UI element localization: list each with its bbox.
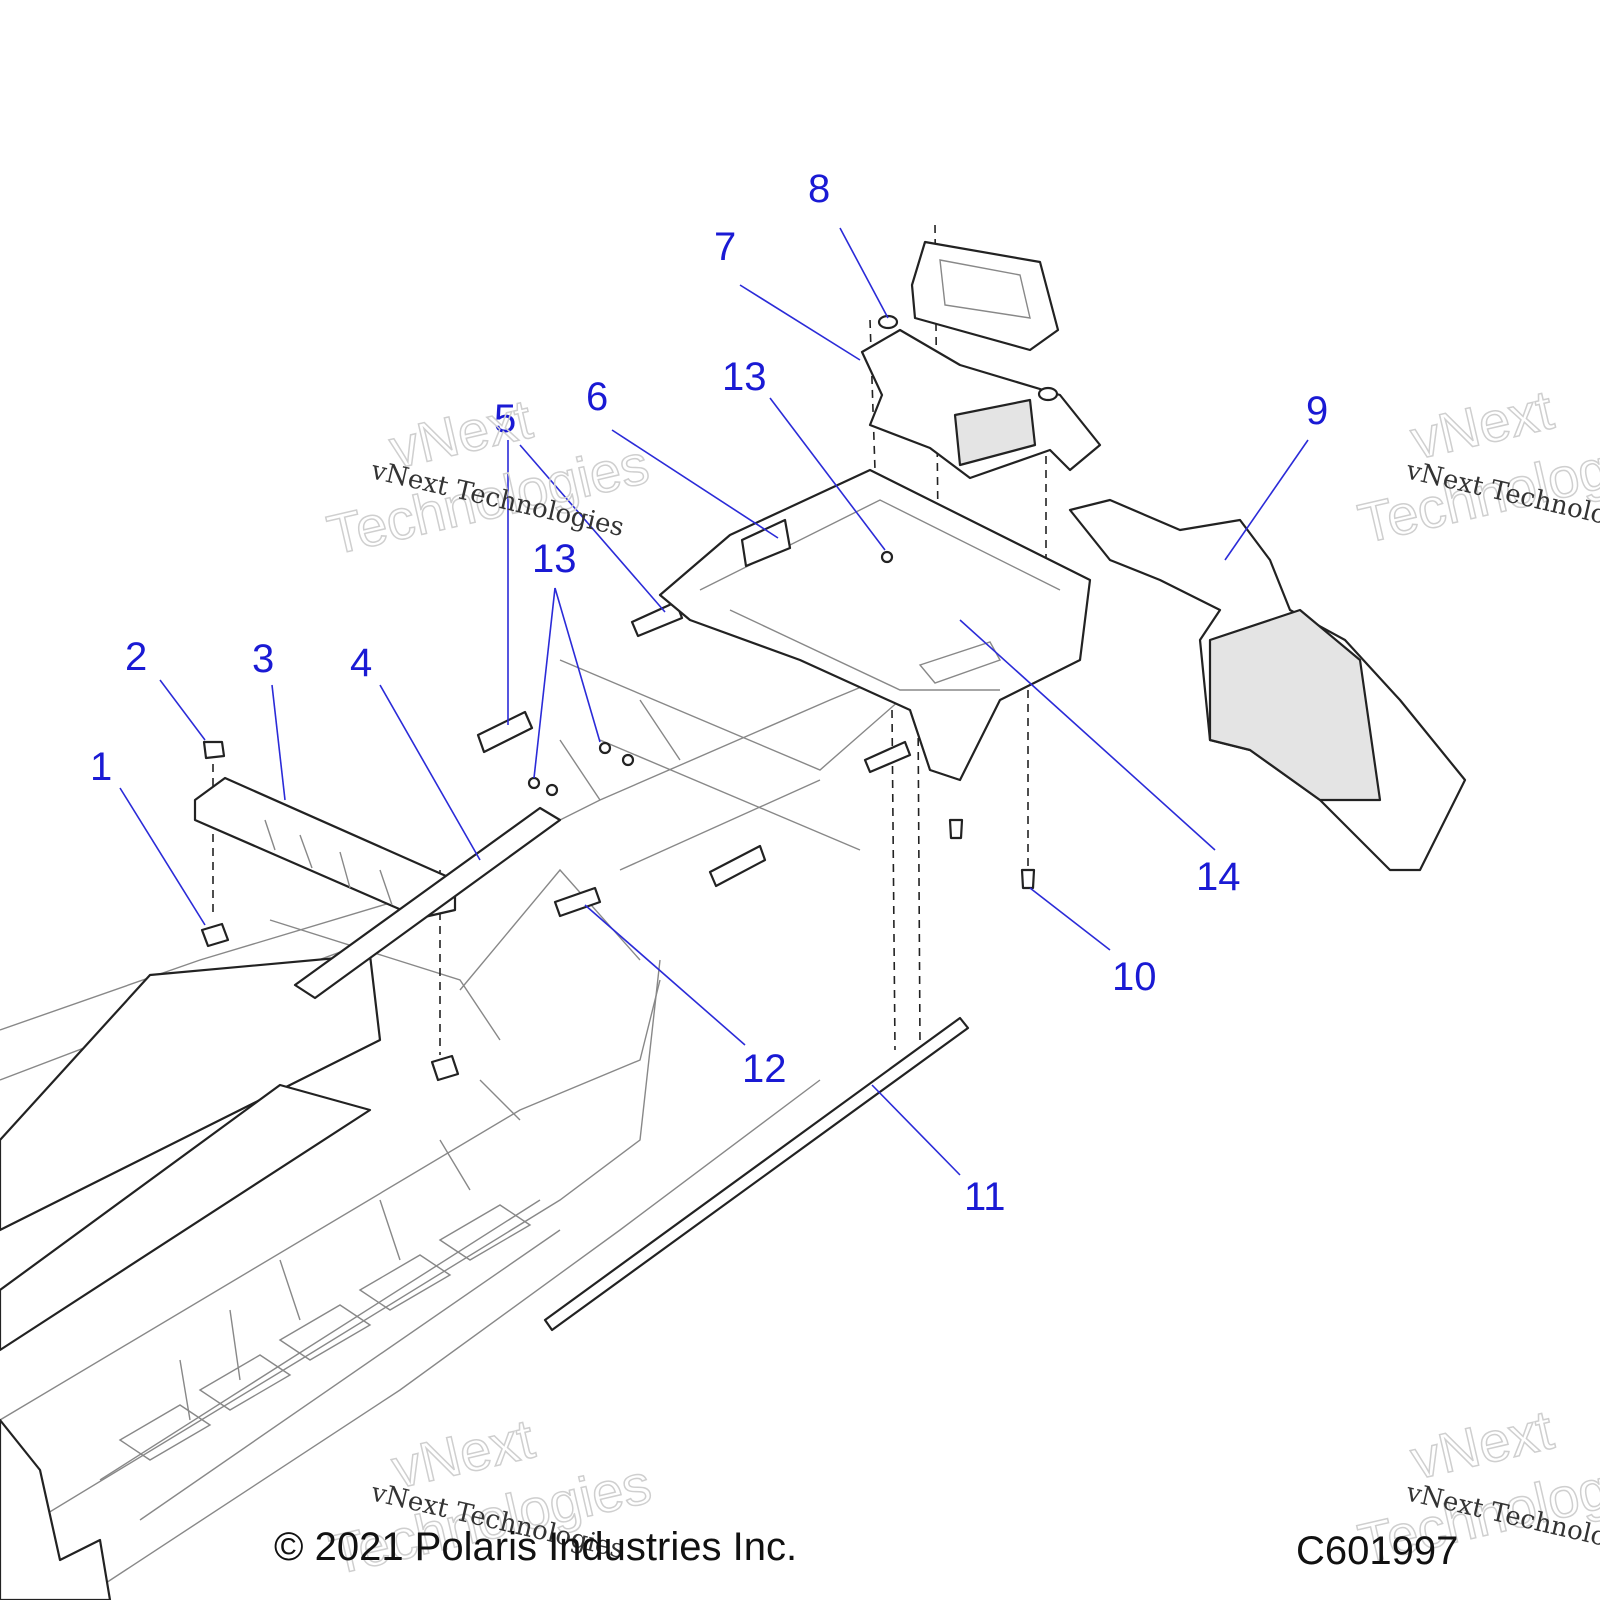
copyright-text: © 2021 Polaris Industries Inc. <box>274 1525 797 1569</box>
callout-4: 4 <box>350 641 372 685</box>
leader-lines <box>119 227 1309 1176</box>
callout-6: 6 <box>586 375 608 419</box>
part-14-rear-deck <box>658 468 1092 782</box>
part-7-storage-housing <box>860 328 1102 480</box>
chassis-outline <box>0 649 951 1600</box>
part-9-rear-flap <box>1068 498 1467 872</box>
callout-12: 12 <box>742 1047 787 1091</box>
callout-13b: 13 <box>722 355 767 399</box>
watermark-top-right: vNext Technologies <box>1352 377 1600 556</box>
callout-10: 10 <box>1112 955 1157 999</box>
callout-2: 2 <box>125 635 147 679</box>
callout-7: 7 <box>714 225 736 269</box>
part-12-plate <box>553 886 602 918</box>
diagram-code: C601997 <box>1296 1529 1458 1573</box>
callout-9: 9 <box>1306 389 1328 433</box>
part-7-lid <box>910 240 1060 352</box>
callout-11: 11 <box>964 1175 1006 1219</box>
part-3-bumper-bracket <box>193 776 457 920</box>
part-5-pads <box>476 600 912 888</box>
part-8-clip <box>877 314 1059 402</box>
callouts: 1 2 3 4 5 6 7 8 9 10 11 12 13 13 14 <box>90 167 1328 1219</box>
part-13-rivets <box>527 550 894 797</box>
callout-1: 1 <box>90 745 112 789</box>
callout-8: 8 <box>808 167 830 211</box>
callout-5: 5 <box>494 397 516 441</box>
part-6-deck-pad <box>740 518 792 568</box>
part-2-nut <box>202 740 226 760</box>
part-1-bracket <box>200 922 460 1082</box>
callout-3: 3 <box>252 637 274 681</box>
callout-14: 14 <box>1196 855 1241 899</box>
part-10-screw <box>948 818 1036 890</box>
callout-13a: 13 <box>532 537 577 581</box>
part-11-bumper-strip <box>543 1016 970 1332</box>
part-4-rail <box>293 806 562 1000</box>
